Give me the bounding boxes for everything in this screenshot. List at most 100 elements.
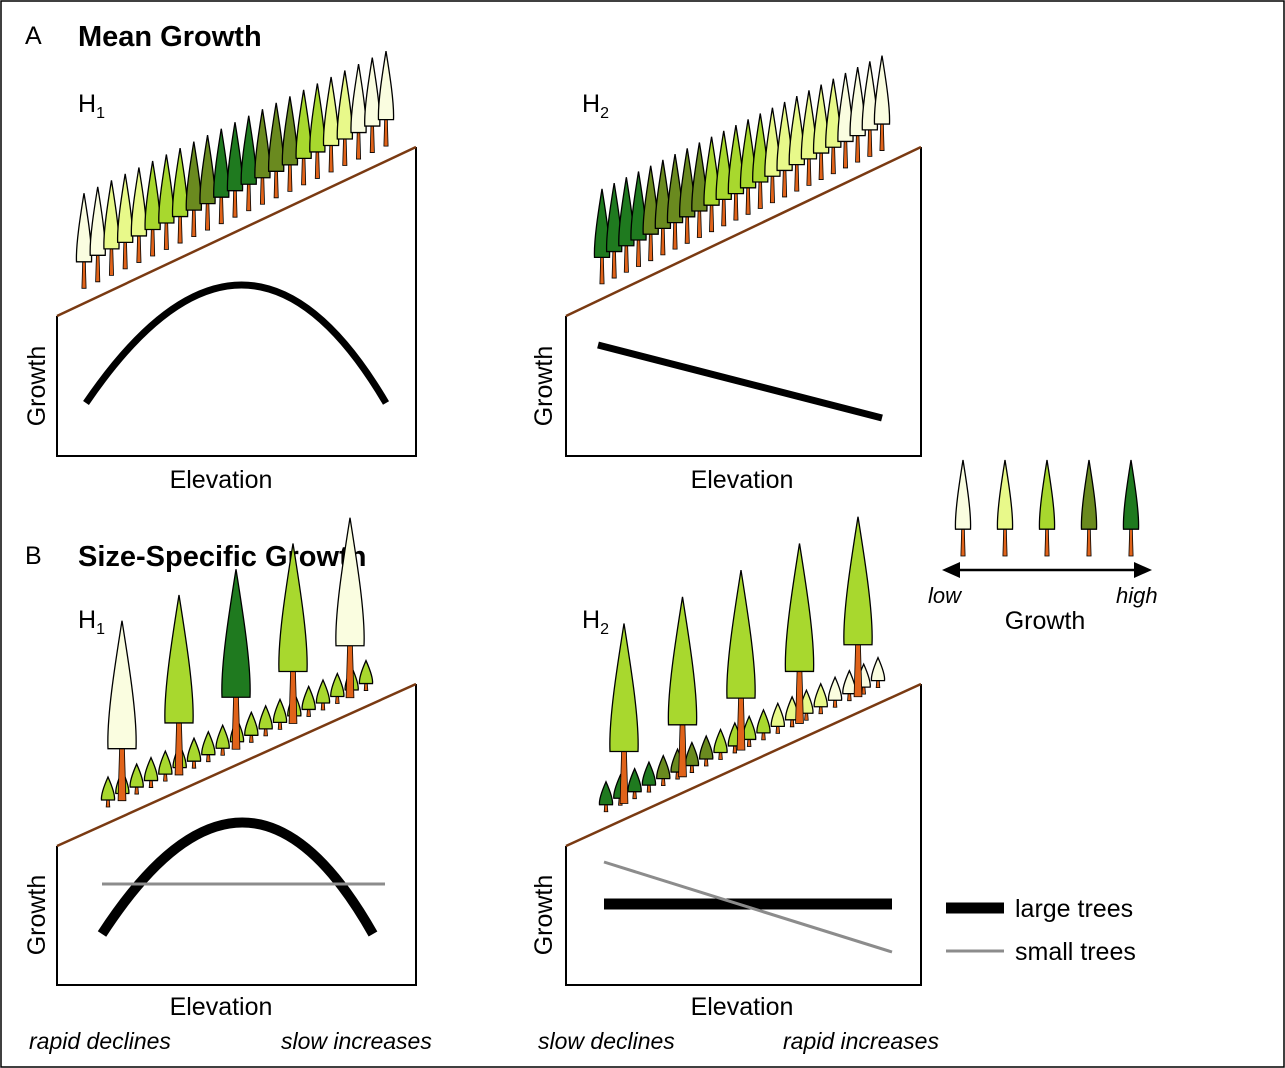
tree-trunk (246, 181, 252, 212)
tree-trunk (855, 133, 861, 163)
tree-crown (272, 697, 288, 724)
tree-trunk (122, 240, 128, 270)
tree-crown (605, 182, 623, 253)
tree-crown (221, 569, 251, 698)
tree-crown (1080, 459, 1098, 530)
y-axis-label: Growth (530, 875, 558, 956)
tree-trunk (769, 173, 775, 204)
tree (103, 180, 120, 276)
y-axis-label: Growth (23, 346, 51, 427)
tree-trunk (177, 214, 183, 244)
y-axis-label: Growth (530, 346, 558, 427)
tree-crown (843, 516, 873, 646)
small-tree (143, 755, 159, 788)
legend-tree (996, 459, 1014, 557)
tree (350, 63, 367, 160)
tree-trunk (81, 259, 87, 289)
hypothesis-label: H1 (78, 90, 105, 122)
tree-trunk (163, 220, 169, 250)
tree-trunk (782, 168, 788, 198)
tree-crown (800, 90, 818, 160)
small-tree (656, 754, 671, 787)
tree-crown (226, 122, 244, 192)
large-tree (107, 620, 137, 802)
tree (593, 188, 611, 285)
tree-crown (849, 67, 866, 137)
tree-crown (240, 115, 257, 185)
tree-trunk (345, 643, 355, 699)
large-tree (221, 569, 251, 750)
tree (679, 148, 696, 244)
tree (642, 165, 659, 262)
tree-crown (129, 762, 144, 788)
tree-trunk (259, 175, 265, 205)
legend-tree (954, 459, 972, 557)
tree-trunk (342, 136, 348, 166)
tree-crown (267, 102, 285, 172)
tree-crown (215, 723, 230, 749)
growth-legend: low high Growth (928, 459, 1158, 635)
large-tree (667, 596, 698, 778)
tree (825, 78, 842, 175)
hypothesis-label: H2 (582, 90, 609, 122)
slope-line (565, 145, 922, 318)
tree-trunk (672, 220, 678, 250)
tree-crown (244, 710, 259, 736)
tree-crown (103, 180, 120, 250)
tree-trunk (1044, 526, 1050, 557)
tree-trunk (150, 227, 156, 257)
tree-crown (75, 193, 93, 263)
tree-crown (107, 620, 137, 750)
tree-crown (186, 736, 202, 762)
plot-box (56, 684, 417, 986)
tree (630, 171, 647, 267)
tree-crown (295, 89, 312, 160)
tree (812, 84, 830, 180)
large-tree (164, 594, 194, 776)
tree-crown (873, 55, 891, 125)
slope-line (565, 682, 922, 848)
tree-trunk (301, 155, 307, 186)
small-tree (315, 678, 331, 711)
large-tree (609, 623, 639, 804)
tree (666, 153, 684, 250)
small-tree (330, 671, 345, 704)
tree (213, 128, 230, 225)
small-tree (699, 734, 714, 767)
tree-trunk (736, 695, 746, 751)
tree (336, 70, 354, 166)
tree-crown (679, 148, 696, 218)
large-tree (784, 543, 815, 724)
tree-trunk (678, 722, 687, 778)
tree (171, 147, 189, 244)
tree-trunk (205, 201, 211, 231)
tree-trunk (853, 642, 863, 698)
tree-crown (358, 658, 374, 685)
tree-trunk (328, 143, 334, 173)
arrow-right-icon (1134, 562, 1152, 578)
large-tree (843, 516, 873, 698)
tree-crown (642, 165, 659, 235)
tree (618, 177, 635, 273)
small-tree (129, 762, 144, 795)
tree-trunk (619, 749, 629, 804)
tree-crown (350, 63, 367, 134)
small-tree (684, 740, 700, 773)
tree-trunk (288, 669, 298, 724)
growth-low-label: low (928, 583, 963, 608)
tree-trunk (757, 179, 763, 209)
tree-trunk (356, 130, 362, 160)
x-axis-label: Elevation (691, 993, 794, 1021)
tree-crown (996, 459, 1014, 530)
small-tree (158, 749, 173, 782)
tree-crown (281, 96, 299, 166)
small-tree (201, 730, 216, 763)
tree (715, 130, 732, 227)
tree (776, 101, 793, 198)
tree-trunk (599, 254, 605, 285)
tree (295, 89, 312, 186)
tree-crown (199, 135, 216, 205)
tree-trunk (232, 188, 238, 218)
